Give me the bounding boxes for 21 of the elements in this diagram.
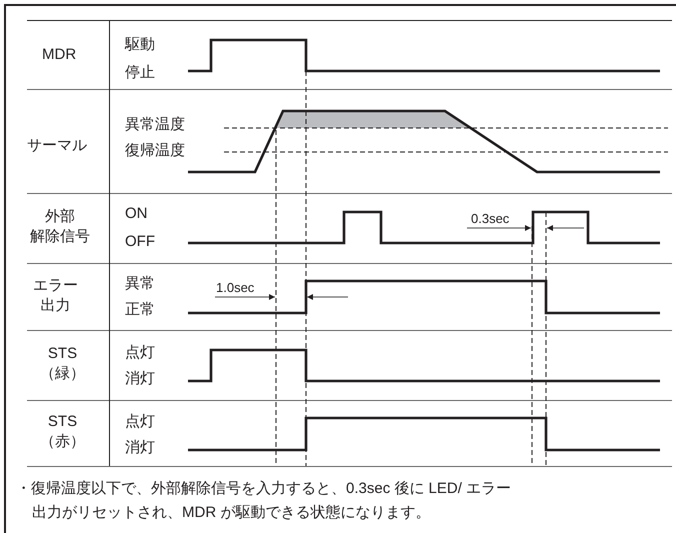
row-label: STS（赤） xyxy=(40,412,85,452)
row-label: MDR xyxy=(42,45,76,65)
row-label: STS（緑） xyxy=(40,344,85,384)
state-label: 異常温度 xyxy=(125,115,185,135)
state-label: OFF xyxy=(125,232,155,252)
state-label: 消灯 xyxy=(125,369,155,389)
timing-label: 0.3sec xyxy=(471,210,510,228)
row-label: エラー出力 xyxy=(33,276,78,316)
timing-label: 1.0sec xyxy=(216,279,254,297)
row-label: 外部解除信号 xyxy=(30,207,90,247)
row-label: サーマル xyxy=(27,136,87,156)
state-label: 正常 xyxy=(125,300,155,320)
state-label: 点灯 xyxy=(125,343,155,363)
state-label: 停止 xyxy=(125,63,155,83)
state-label: 復帰温度 xyxy=(125,141,185,161)
note-text: ・復帰温度以下で、外部解除信号を入力すると、0.3sec 後に LED/ エラー出力がリセットされ、MDR が駆動できる状態になります。 xyxy=(16,479,512,523)
state-label: 異常 xyxy=(125,274,155,294)
state-label: 点灯 xyxy=(125,412,155,432)
state-label: ON xyxy=(125,204,148,224)
state-label: 駆動 xyxy=(125,35,155,55)
state-label: 消灯 xyxy=(125,438,155,458)
